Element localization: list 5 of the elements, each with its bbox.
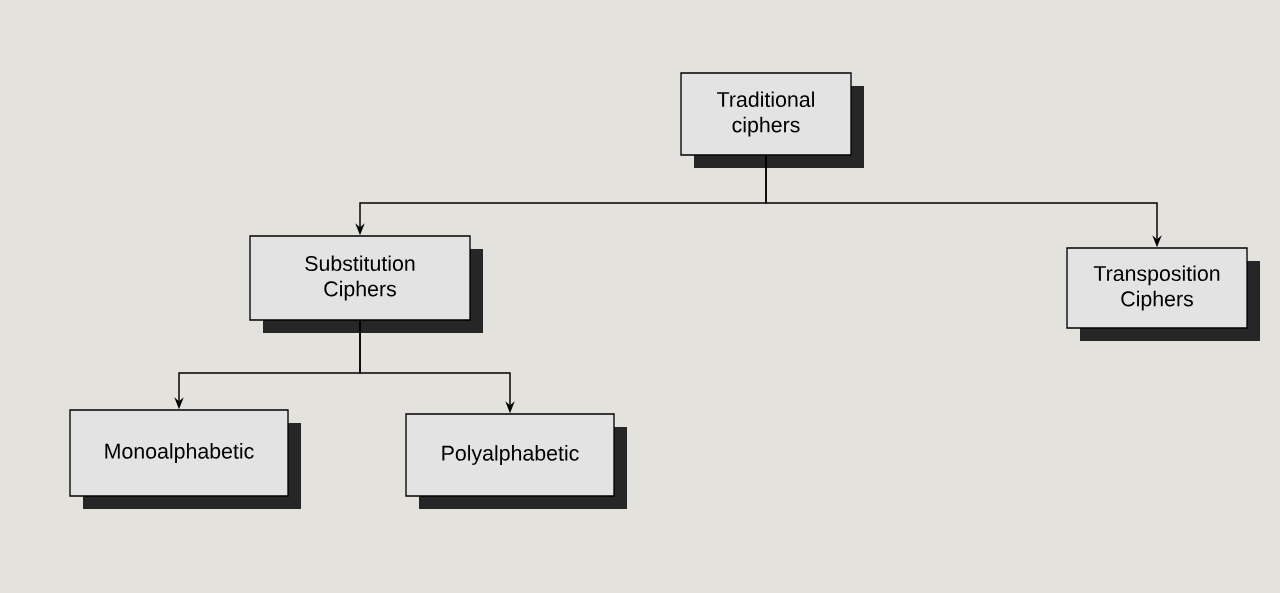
box: Transposition Ciphers (1066, 247, 1260, 341)
box: Traditional ciphers (680, 72, 864, 168)
box: Substitution Ciphers (249, 235, 483, 333)
box: Polyalphabetic (405, 413, 627, 509)
box: Monoalphabetic (69, 409, 301, 509)
